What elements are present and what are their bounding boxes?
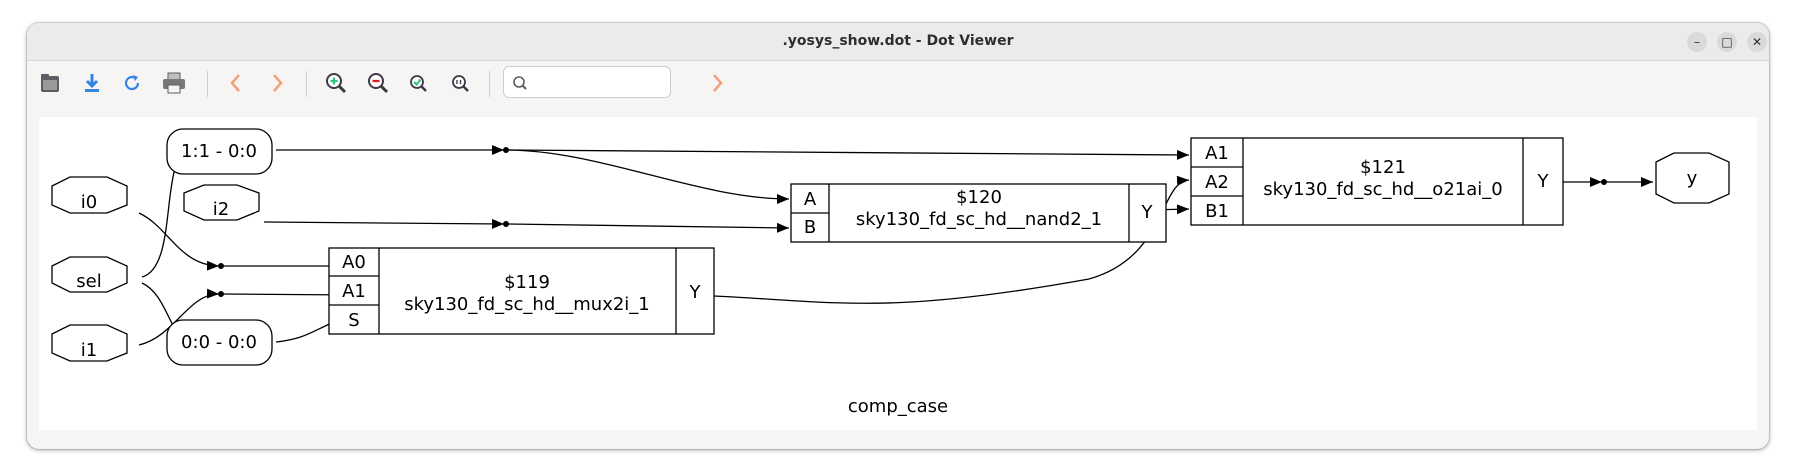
- c119-pin-a0: A0: [342, 252, 366, 273]
- toolbar-separator: [489, 71, 490, 97]
- open-icon: [41, 74, 59, 92]
- save-button[interactable]: [76, 67, 108, 99]
- c120-pin-b: B: [804, 217, 816, 238]
- edge-junction-to-c121-a1: [505, 149, 1190, 160]
- port-y[interactable]: [1655, 152, 1730, 204]
- reload-icon: [124, 75, 140, 91]
- save-icon: [85, 74, 99, 92]
- port-i2-label: i2: [213, 199, 229, 220]
- c119-pin-a1: A1: [342, 281, 366, 302]
- close-button[interactable]: ✕: [1747, 32, 1767, 52]
- c121-type: sky130_fd_sc_hd__o21ai_0: [1263, 179, 1502, 200]
- port-y-label: y: [1687, 168, 1698, 189]
- zoom-fit-button[interactable]: [403, 67, 435, 99]
- edge-i0-to-junction: [138, 212, 220, 271]
- junction-dot: [503, 221, 509, 227]
- maximize-button[interactable]: □: [1717, 32, 1737, 52]
- chevron-right-icon: [713, 74, 723, 92]
- junction-dot: [218, 263, 224, 269]
- port-i0[interactable]: [51, 176, 128, 214]
- zoom-in-button[interactable]: [320, 67, 352, 99]
- forward-icon: [273, 74, 283, 92]
- zoom-fit-icon: [410, 75, 427, 92]
- c121-pin-b1: B1: [1205, 201, 1229, 222]
- c119-type: sky130_fd_sc_hd__mux2i_1: [404, 294, 650, 315]
- edge-i1-to-junction: [138, 288, 220, 346]
- port-sel-label: sel: [76, 271, 101, 292]
- find-next-button[interactable]: [701, 67, 733, 99]
- c119-id: $119: [504, 272, 550, 293]
- search-box[interactable]: [503, 66, 671, 98]
- edge-i2-to-junction: [263, 218, 505, 229]
- open-button[interactable]: [34, 67, 66, 99]
- zoom-in-icon: [326, 73, 347, 94]
- edge-junction-to-c120-a: [505, 149, 790, 204]
- zoom-out-button[interactable]: [362, 67, 394, 99]
- cell-119[interactable]: [328, 247, 715, 335]
- slice-0-0[interactable]: [166, 319, 273, 366]
- print-icon: [163, 72, 185, 94]
- back-button[interactable]: [220, 67, 252, 99]
- cell-120[interactable]: [790, 183, 1167, 243]
- c119-pin-y: Y: [689, 282, 702, 303]
- junction-dot: [218, 291, 224, 297]
- port-i1-label: i1: [81, 340, 97, 361]
- c120-id: $120: [956, 187, 1002, 208]
- minimize-button[interactable]: –: [1687, 32, 1707, 52]
- title-bar[interactable]: .yosys_show.dot - Dot Viewer – □ ✕: [27, 23, 1769, 61]
- slice-1-1-label: 1:1 - 0:0: [181, 141, 257, 162]
- port-i1[interactable]: [51, 324, 128, 362]
- junction-dot: [1601, 179, 1607, 185]
- cell-121[interactable]: [1190, 137, 1564, 226]
- toolbar: [27, 61, 1769, 105]
- c121-pin-a1: A1: [1205, 143, 1229, 164]
- graph-canvas[interactable]: i0 sel i1 i2 y 1:1 - 0:0 0:0 - 0:0 A0 A1…: [39, 117, 1757, 430]
- port-sel[interactable]: [51, 256, 128, 293]
- edge-junction-to-c120-b: [505, 222, 790, 233]
- port-i2[interactable]: [183, 184, 260, 221]
- graph-svg: i0 sel i1 i2 y 1:1 - 0:0 0:0 - 0:0 A0 A1…: [51, 128, 1730, 417]
- c121-pin-a2: A2: [1205, 172, 1229, 193]
- toolbar-separator: [306, 71, 307, 97]
- zoom-out-icon: [368, 73, 389, 94]
- reload-button[interactable]: [116, 67, 148, 99]
- dot-viewer-window: .yosys_show.dot - Dot Viewer – □ ✕: [27, 23, 1769, 449]
- c120-pin-a: A: [804, 189, 817, 210]
- slice-1-1[interactable]: [166, 128, 273, 175]
- toolbar-separator: [207, 71, 208, 97]
- search-icon: [513, 76, 527, 90]
- zoom-100-icon: [452, 75, 469, 92]
- print-button[interactable]: [158, 67, 190, 99]
- zoom-100-button[interactable]: [445, 67, 477, 99]
- window-title: .yosys_show.dot - Dot Viewer: [782, 33, 1014, 49]
- c121-pin-y: Y: [1537, 171, 1550, 192]
- port-i0-label: i0: [81, 192, 97, 213]
- c120-type: sky130_fd_sc_hd__nand2_1: [856, 209, 1102, 230]
- search-input[interactable]: [530, 71, 668, 95]
- junction-dot: [503, 147, 509, 153]
- c121-id: $121: [1360, 157, 1406, 178]
- graph-label: comp_case: [848, 396, 948, 417]
- slice-0-0-label: 0:0 - 0:0: [181, 332, 257, 353]
- back-icon: [230, 74, 240, 92]
- c120-pin-y: Y: [1141, 202, 1154, 223]
- forward-button[interactable]: [261, 67, 293, 99]
- c119-pin-s: S: [348, 310, 359, 331]
